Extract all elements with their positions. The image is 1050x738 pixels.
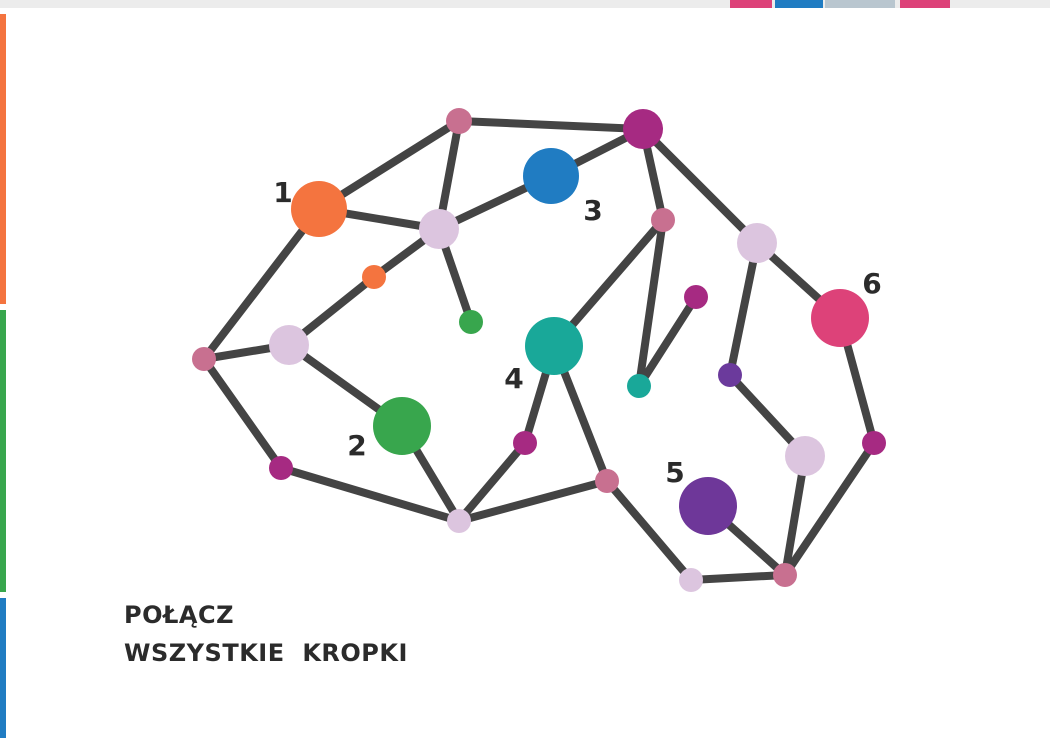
dot [684,285,708,309]
dot [192,347,216,371]
dot [651,208,675,232]
dot [269,456,293,480]
dot [773,563,797,587]
caption-line-1: POŁĄCZ [124,596,408,634]
numbered-dot [523,148,579,204]
dot [718,363,742,387]
caption-line-2: WSZYSTKIE KROPKI [124,634,408,672]
dot [419,209,459,249]
dot [269,325,309,365]
numbered-dot [679,477,737,535]
dot [623,109,663,149]
connection-line [691,575,785,580]
caption: POŁĄCZ WSZYSTKIE KROPKI [124,596,408,672]
dot [627,374,651,398]
numbered-dot [525,317,583,375]
dot-number-label: 5 [665,456,684,489]
connection-line [459,121,643,129]
dot-number-label: 3 [583,194,602,227]
dot-number-label: 4 [504,362,523,395]
dot [595,469,619,493]
nodes-layer [192,108,886,592]
numbered-dot [373,397,431,455]
dot [459,310,483,334]
dot-number-label: 2 [347,429,366,462]
dot-number-label: 1 [273,176,292,209]
connection-line [459,481,607,521]
numbered-dot [811,289,869,347]
dot [513,431,537,455]
connection-line [607,481,691,580]
numbered-dot [291,181,347,237]
connection-line [730,243,757,375]
dot [447,509,471,533]
connection-line [204,359,281,468]
dot [737,223,777,263]
dot [785,436,825,476]
dot [362,265,386,289]
dot [862,431,886,455]
dot [679,568,703,592]
dot-number-label: 6 [862,267,881,300]
dot [446,108,472,134]
